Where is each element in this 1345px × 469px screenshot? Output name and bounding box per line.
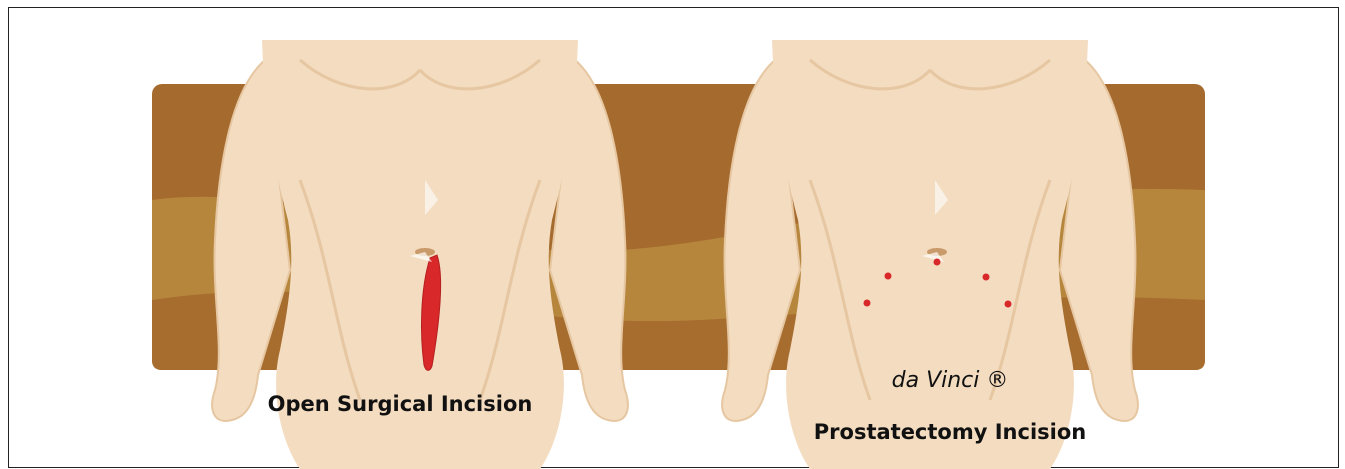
port-2: [885, 273, 892, 280]
port-4: [864, 300, 871, 307]
davinci-brand-label: da Vinci ®: [740, 368, 1160, 393]
davinci-caption: Prostatectomy Incision: [700, 420, 1200, 444]
open-surgery-caption: Open Surgical Incision: [190, 392, 610, 416]
port-3: [983, 274, 990, 281]
port-5: [1005, 301, 1012, 308]
port-1: [934, 259, 941, 266]
